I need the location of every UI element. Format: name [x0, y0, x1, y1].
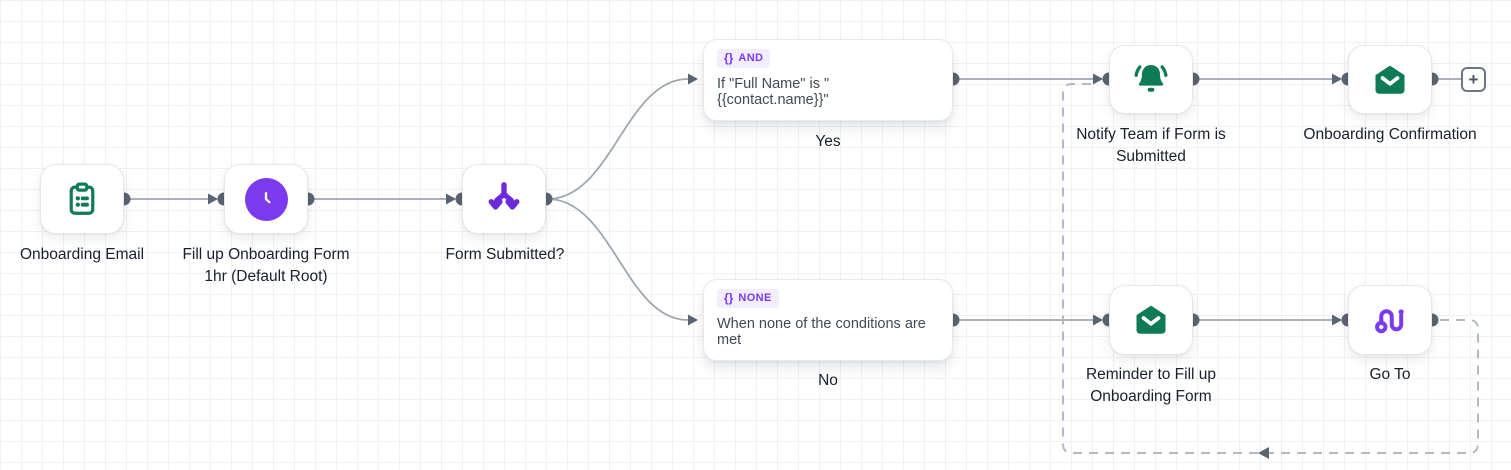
- email-icon: [1136, 305, 1166, 334]
- condition-card-none[interactable]: {} NONE When none of the conditions are …: [703, 279, 953, 361]
- bell-icon: [1134, 64, 1168, 92]
- node-form-submitted-branch[interactable]: [462, 164, 546, 234]
- node-label-onboarding-email: Onboarding Email: [19, 246, 145, 263]
- condition-text: When none of the conditions are met: [717, 316, 926, 348]
- email-icon: [1375, 65, 1405, 94]
- node-label-notify-team: Notify Team if Form is Submitted: [1076, 126, 1226, 165]
- node-notify-team[interactable]: [1109, 45, 1193, 114]
- node-reminder-email[interactable]: [1109, 285, 1193, 355]
- node-label-go-to: Go To: [1369, 366, 1411, 383]
- node-label-onboarding-confirmation: Onboarding Confirmation: [1303, 126, 1477, 143]
- goto-route-icon: [1375, 309, 1404, 334]
- braces-icon: {}: [724, 51, 734, 65]
- node-onboarding-confirmation[interactable]: [1348, 45, 1432, 114]
- branch-label-yes: Yes: [815, 133, 841, 150]
- clock-icon: [244, 177, 288, 221]
- clipboard-icon: [69, 182, 95, 215]
- plus-icon: +: [1468, 70, 1479, 89]
- node-onboarding-email[interactable]: [40, 164, 124, 234]
- branch-split-icon: [488, 182, 520, 210]
- node-go-to[interactable]: [1348, 285, 1432, 355]
- condition-card-yes[interactable]: {} AND If "Full Name" is "{{contact.name…: [703, 39, 953, 121]
- add-action-button[interactable]: +: [1461, 67, 1486, 92]
- condition-badge-none: {} NONE: [717, 289, 779, 308]
- braces-icon: {}: [724, 291, 734, 305]
- node-label-reminder: Reminder to Fill up Onboarding Form: [1085, 366, 1217, 405]
- condition-text: If "Full Name" is "{{contact.name}}": [717, 76, 830, 108]
- condition-badge-and: {} AND: [717, 49, 771, 68]
- branch-label-no: No: [818, 372, 838, 389]
- node-label-form-submitted: Form Submitted?: [445, 246, 565, 263]
- node-label-wait-fill-form: Fill up Onboarding Form 1hr (Default Roo…: [182, 246, 350, 285]
- node-wait-fill-form[interactable]: [224, 164, 308, 234]
